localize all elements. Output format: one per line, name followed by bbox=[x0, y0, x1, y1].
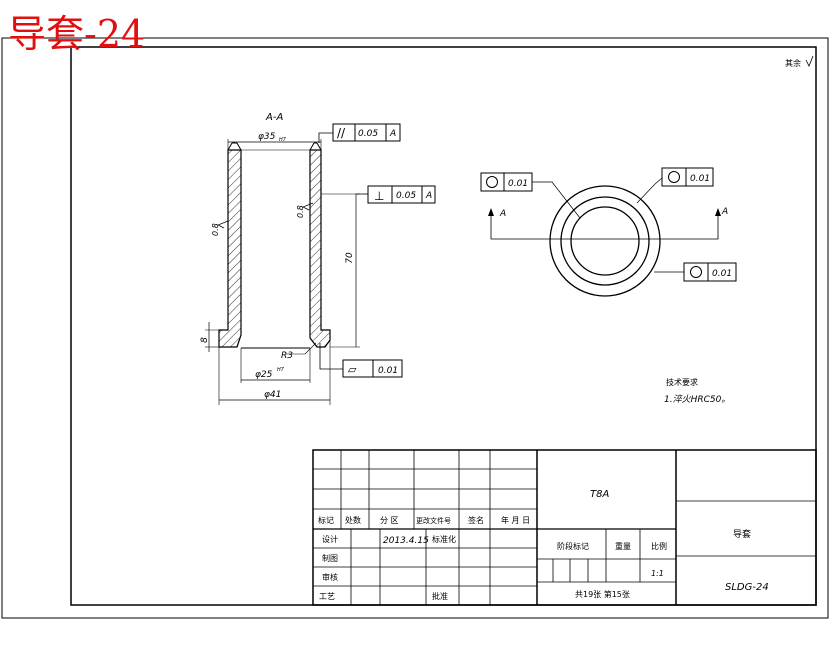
svg-text:0.01: 0.01 bbox=[378, 366, 398, 376]
svg-text:分 区: 分 区 bbox=[380, 516, 399, 525]
circularity-frame-right: 0.01 bbox=[683, 262, 737, 282]
title-block bbox=[312, 449, 817, 606]
outer-border bbox=[1, 37, 829, 619]
page-title: 导套-24 bbox=[8, 12, 146, 56]
circularity-frame-left: 0.01 bbox=[480, 172, 533, 192]
svg-text:标记: 标记 bbox=[318, 515, 334, 525]
svg-text:0.05: 0.05 bbox=[358, 129, 378, 139]
section-view: A-A φ35 H7 bbox=[200, 112, 436, 405]
svg-text:比例: 比例 bbox=[651, 541, 667, 551]
svg-text:标准化: 标准化 bbox=[432, 534, 456, 544]
svg-text:工艺: 工艺 bbox=[319, 592, 335, 601]
circularity-icon bbox=[690, 266, 702, 278]
right-wall-section bbox=[309, 149, 331, 348]
sheet-info: 共19张 第15张 bbox=[575, 589, 630, 599]
perpendicularity-icon: ⊥ bbox=[374, 189, 384, 203]
parallelism-frame: // 0.05 A bbox=[332, 123, 401, 142]
roughness-right-icon bbox=[302, 202, 314, 211]
svg-text:阶段标记: 阶段标记 bbox=[557, 541, 589, 551]
circularity-frame-top: 0.01 bbox=[661, 167, 714, 187]
part-name: 导套 bbox=[733, 528, 751, 540]
svg-text:0.01: 0.01 bbox=[690, 174, 710, 184]
title-block-text: 标记 处数 分 区 更改文件号 签名 年 月 日 设计 2013.4.15 标准… bbox=[318, 489, 769, 601]
outer-circle bbox=[549, 185, 661, 297]
svg-text:处数: 处数 bbox=[345, 515, 361, 525]
svg-text:签名: 签名 bbox=[468, 515, 484, 525]
left-wall-section bbox=[218, 149, 242, 348]
datum-a-right: A bbox=[721, 207, 728, 217]
datum-a-left: A bbox=[499, 209, 506, 219]
svg-text:0.01: 0.01 bbox=[508, 179, 528, 189]
roughness-symbol-icon bbox=[805, 55, 814, 67]
roughness-right: 0.8 bbox=[296, 205, 305, 218]
svg-text:0.05: 0.05 bbox=[396, 191, 416, 201]
material: T8A bbox=[590, 489, 609, 500]
bottom-tolerance: H7 bbox=[277, 367, 285, 373]
svg-text:0.01: 0.01 bbox=[712, 269, 732, 279]
drawing-number: SLDG-24 bbox=[725, 582, 769, 593]
height-dim: 70 bbox=[345, 252, 355, 264]
outer-diameter-dim: φ41 bbox=[264, 390, 281, 400]
svg-text:重量: 重量 bbox=[615, 541, 631, 551]
section-label: A-A bbox=[265, 112, 283, 123]
svg-text:设计: 设计 bbox=[322, 534, 338, 544]
circularity-icon bbox=[668, 171, 680, 183]
perpendicularity-frame: ⊥ 0.05 A bbox=[367, 185, 436, 204]
roughness-left-icon bbox=[217, 220, 229, 229]
svg-text:批准: 批准 bbox=[432, 591, 448, 601]
parallelism-icon: // bbox=[337, 126, 346, 140]
flatness-frame: ▱ 0.01 bbox=[342, 359, 403, 378]
radius-dim: R3 bbox=[281, 351, 293, 361]
roughness-left: 0.8 bbox=[211, 223, 220, 236]
bottom-diameter-dim: φ25 bbox=[255, 370, 273, 380]
svg-text:A: A bbox=[425, 191, 432, 201]
tech-req-heading: 技术要求 bbox=[666, 377, 698, 387]
svg-text:A: A bbox=[389, 129, 396, 139]
svg-text:更改文件号: 更改文件号 bbox=[416, 516, 451, 525]
top-diameter-dim: φ35 bbox=[258, 132, 276, 142]
top-view: A A 0.01 0.01 bbox=[480, 167, 737, 297]
svg-text:年 月 日: 年 月 日 bbox=[501, 515, 530, 525]
svg-text:制图: 制图 bbox=[322, 553, 338, 563]
svg-text:审核: 审核 bbox=[322, 572, 338, 582]
top-tolerance: H7 bbox=[279, 137, 287, 143]
scale: 1:1 bbox=[651, 569, 664, 578]
corner-roughness-mark: 其余 bbox=[785, 58, 801, 68]
design-date: 2013.4.15 bbox=[383, 536, 429, 546]
flatness-icon: ▱ bbox=[348, 363, 357, 376]
tech-req-item: 1.淬火HRC50。 bbox=[664, 394, 730, 405]
flange-height-dim: 8 bbox=[200, 337, 210, 343]
circularity-icon bbox=[486, 176, 498, 188]
inner-circle bbox=[570, 206, 640, 276]
